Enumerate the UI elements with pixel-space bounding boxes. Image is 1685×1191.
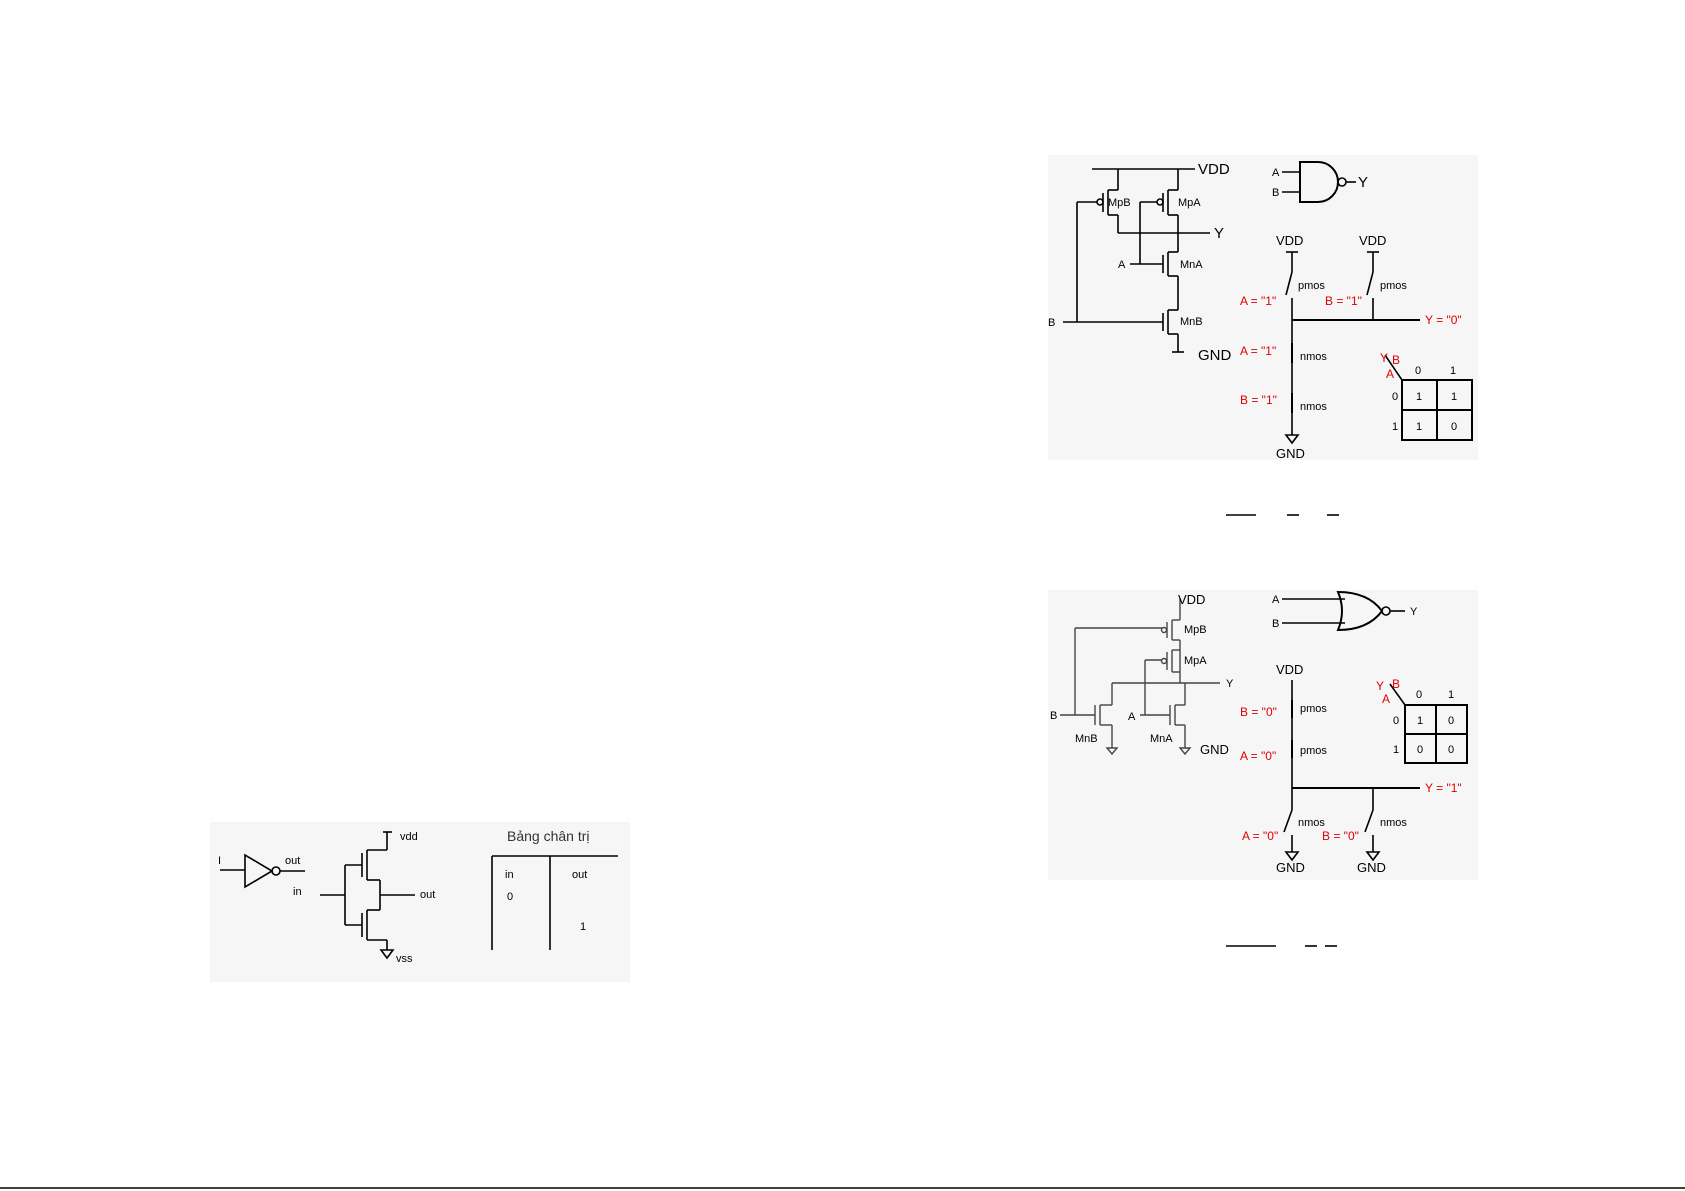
nor-kmap-col-1: 1: [1448, 689, 1454, 701]
nor-gnd1-icon: [1284, 851, 1300, 862]
nor-gate-a-label: A: [1272, 594, 1280, 606]
nor-mpb-label: MpB: [1184, 624, 1207, 636]
truth-table-in-value: 0: [507, 891, 513, 903]
nor-kmap-corner-b: B: [1392, 677, 1400, 691]
nor-figure: VDD MpB MpA Y B MnB: [1048, 590, 1478, 880]
nor-kmap-cell-11: 0: [1448, 744, 1454, 756]
nand-kmap-corner-b: B: [1392, 353, 1400, 367]
nand-nmos2-label: nmos: [1300, 401, 1327, 413]
nor-in-a-label: A: [1128, 711, 1136, 723]
nor-gate-b-label: B: [1272, 618, 1279, 630]
nor-kmap-cell-10: 0: [1417, 744, 1423, 756]
nor-sw-vdd-label: VDD: [1276, 662, 1303, 677]
nand-kmap-row-1: 1: [1392, 421, 1398, 433]
nor-kmap-col-0: 0: [1416, 689, 1422, 701]
nand-sw-gnd-label: GND: [1276, 446, 1305, 461]
nand-sw-vdd1-label: VDD: [1276, 233, 1303, 248]
nand-mpb-label: MpB: [1108, 197, 1131, 209]
inverter-in-label: I: [218, 855, 221, 867]
nand-kmap-row-0: 0: [1392, 391, 1398, 403]
nor-kmap-cell-01: 0: [1448, 715, 1454, 727]
nor-sw-gnd2-label: GND: [1357, 860, 1386, 875]
nand-kmap-cell-00: 1: [1416, 391, 1422, 403]
nor-cond-y: Y = "1": [1425, 781, 1462, 795]
nand-sw-vdd2-label: VDD: [1359, 233, 1386, 248]
nand-cond-y: Y = "0": [1425, 313, 1462, 327]
nand-in-a-label: A: [1118, 259, 1126, 271]
nand-pmos2-label: pmos: [1380, 280, 1407, 292]
nor-nmos2-label: nmos: [1380, 817, 1407, 829]
nand-kmap-cell-11: 0: [1451, 421, 1457, 433]
nand-gnd-icon: [1284, 434, 1300, 445]
nor-sw-gnd1-label: GND: [1276, 860, 1305, 875]
inverter-vss-label: vss: [396, 953, 413, 965]
nand-gate-b-label: B: [1272, 187, 1279, 199]
inverter-symbol-icon: [244, 853, 274, 889]
nand-cond-a-bot: A = "1": [1240, 344, 1276, 358]
nand-gate-a-label: A: [1272, 167, 1280, 179]
nor-pmos2-label: pmos: [1300, 745, 1327, 757]
nand-mpa-label: MpA: [1178, 197, 1201, 209]
nand-cond-b-top: B = "1": [1325, 294, 1362, 308]
nand-vdd-label: VDD: [1198, 161, 1230, 178]
nand-mna-label: MnA: [1180, 259, 1203, 271]
nand-kmap-col-0: 0: [1415, 365, 1421, 377]
inverter-cmos-out-label: out: [420, 889, 435, 901]
inverter-cmos-in-label: in: [293, 886, 302, 898]
inverter-vdd-label: vdd: [400, 831, 418, 843]
nor-cond-b-bot: B = "0": [1322, 829, 1359, 843]
nand-nmos1-label: nmos: [1300, 351, 1327, 363]
nor-cond-b-top: B = "0": [1240, 705, 1277, 719]
nand-kmap-corner-a: A: [1386, 367, 1394, 381]
nand-gnd-label: GND: [1198, 347, 1232, 364]
nor-gnd2-icon: [1365, 851, 1381, 862]
nor-pmos1-label: pmos: [1300, 703, 1327, 715]
nand-gate-y-label: Y: [1358, 174, 1368, 191]
nor-kmap-row-1: 1: [1393, 744, 1399, 756]
truth-table-col-in: in: [505, 869, 514, 881]
nor-nmos1-label: nmos: [1298, 817, 1325, 829]
nor-kmap-corner-y: Y: [1376, 679, 1384, 693]
nor-gate-y-label: Y: [1410, 606, 1418, 618]
nand-mnb-label: MnB: [1180, 316, 1203, 328]
nor-vdd-top-label: VDD: [1178, 592, 1205, 607]
nor-cond-a-bot: A = "0": [1242, 829, 1278, 843]
nor-gate-icon: [1336, 590, 1384, 632]
nor-out-y-label: Y: [1226, 678, 1234, 690]
nor-in-b-label: B: [1050, 710, 1057, 722]
truth-table-title: Bảng chân trị: [507, 828, 590, 844]
nor-mna-label: MnA: [1150, 733, 1173, 745]
nand-kmap-col-1: 1: [1450, 365, 1456, 377]
nor-kmap-row-0: 0: [1393, 715, 1399, 727]
truth-table-out-value: 1: [580, 921, 586, 933]
inverter-figure: I out vdd in out vss Bảng chân trị in ou…: [210, 822, 630, 982]
nand-kmap-cell-10: 1: [1416, 421, 1422, 433]
nor-cond-a-top: A = "0": [1240, 749, 1276, 763]
inverter-panel: [210, 822, 630, 982]
nand-figure: VDD MpB MpA Y A MnA: [1048, 155, 1478, 461]
nor-gnd-label: GND: [1200, 742, 1229, 757]
nand-pmos1-label: pmos: [1298, 280, 1325, 292]
nand-kmap-cell-01: 1: [1451, 391, 1457, 403]
nand-out-y-label: Y: [1214, 225, 1224, 242]
nor-mnb-label: MnB: [1075, 733, 1098, 745]
nor-kmap-corner-a: A: [1382, 692, 1390, 706]
nand-cond-a-top: A = "1": [1240, 294, 1276, 308]
nor-kmap-cell-00: 1: [1417, 715, 1423, 727]
vss-ground-icon: [379, 949, 395, 960]
inverter-out-label: out: [285, 855, 300, 867]
nand-cond-b-bot: B = "1": [1240, 393, 1277, 407]
truth-table-col-out: out: [572, 869, 587, 881]
nor-mpa-label: MpA: [1184, 655, 1207, 667]
nand-in-b-label: B: [1048, 317, 1055, 329]
nand-kmap-corner-y: Y: [1380, 351, 1388, 365]
